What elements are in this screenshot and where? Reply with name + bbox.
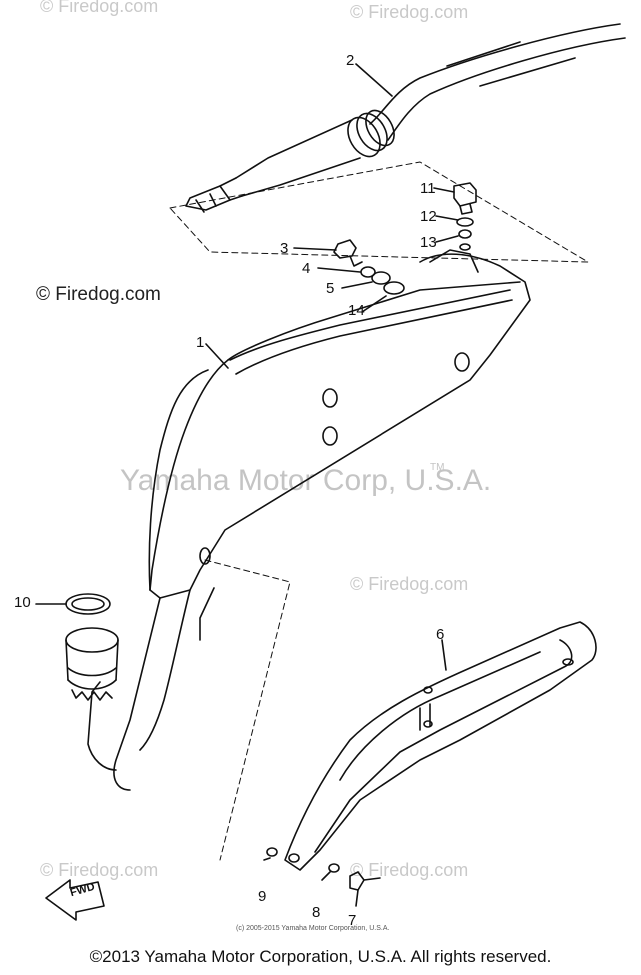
heat-guard-part-6 xyxy=(284,621,597,871)
washer-part-5 xyxy=(371,271,391,285)
exhaust-pipe-part-1 xyxy=(87,249,531,791)
callout-12: 12 xyxy=(420,208,437,225)
fwd-arrow xyxy=(45,879,105,921)
tail-pipe-part-2 xyxy=(185,23,626,213)
watermark-firedog: © Firedog.com xyxy=(36,284,161,305)
washer-part-14 xyxy=(383,281,405,295)
callout-10: 10 xyxy=(14,594,31,611)
footer-copyright: ©2013 Yamaha Motor Corporation, U.S.A. A… xyxy=(89,947,552,966)
washer-part-13 xyxy=(458,229,472,239)
callout-6: 6 xyxy=(436,626,445,643)
washer-part-4 xyxy=(360,266,376,278)
callout-2: 2 xyxy=(346,52,355,69)
collar-part-9 xyxy=(266,847,278,857)
washer-part-8 xyxy=(328,863,340,873)
callout-1: 1 xyxy=(196,334,205,351)
watermark-firedog: © Firedog.com xyxy=(350,860,469,880)
callout-7: 7 xyxy=(348,912,357,929)
callout-13: 13 xyxy=(420,234,437,251)
bolt-part-11 xyxy=(453,182,477,215)
small-copyright: (c) 2005-2015 Yamaha Motor Corporation, … xyxy=(236,925,390,932)
bolt-part-3 xyxy=(333,239,363,267)
callout-8: 8 xyxy=(312,904,321,921)
inlet-fitting xyxy=(65,627,119,701)
callout-3: 3 xyxy=(280,240,289,257)
callout-9: 9 xyxy=(258,888,267,905)
washer-part-12 xyxy=(456,217,474,227)
watermark-tm: TM xyxy=(430,462,445,473)
callout-11: 11 xyxy=(420,180,436,197)
screw-part-7 xyxy=(349,871,381,891)
watermark-firedog: © Firedog.com xyxy=(40,860,159,880)
watermark-firedog: © Firedog.com xyxy=(350,2,469,22)
callout-14: 14 xyxy=(348,302,365,319)
callout-4: 4 xyxy=(302,260,311,277)
watermark-firedog: © Firedog.com xyxy=(40,0,159,16)
watermark-firedog: © Firedog.com xyxy=(350,574,469,594)
callout-5: 5 xyxy=(326,280,335,297)
